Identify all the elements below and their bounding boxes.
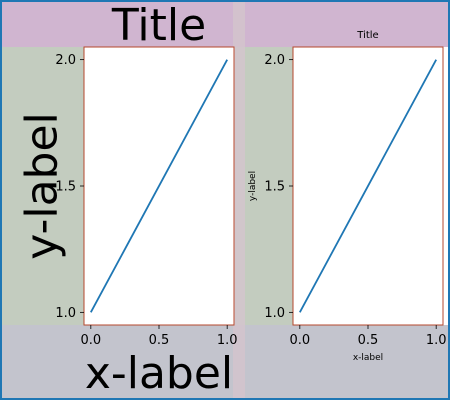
y-tick-label: 2.0 (55, 53, 76, 68)
gap-band (233, 0, 245, 400)
chart-title: Title (111, 0, 206, 51)
chart-title: Title (356, 30, 378, 41)
x-axis-label: x-label (353, 353, 383, 363)
axes-1: 0.0 0.5 1.0 1.0 1.5 2.0 Title x-label y-label (17, 0, 238, 399)
x-axis-label: x-label (85, 348, 233, 399)
series-line-1 (90, 59, 228, 313)
series-line-1 (299, 59, 437, 313)
y-tick-label: 1.5 (264, 180, 285, 195)
x-tick-label: 1.0 (426, 333, 447, 348)
x-tick-label: 0.0 (80, 333, 101, 348)
y-axis-label: y-label (17, 112, 68, 260)
y-tick-label: 1.5 (55, 180, 76, 195)
y-tick-label: 1.0 (264, 306, 285, 321)
xlabel-band (0, 325, 450, 400)
y-tick-label: 2.0 (264, 53, 285, 68)
x-tick-label: 0.5 (149, 333, 170, 348)
ylabel-band-left (0, 47, 84, 325)
axes-2: 0.0 0.5 1.0 1.0 1.5 2.0 Title x-label y-label (248, 30, 447, 363)
x-tick-label: 1.0 (217, 333, 238, 348)
x-tick-label: 0.5 (358, 333, 379, 348)
y-axis-label: y-label (248, 171, 258, 201)
title-band (0, 0, 450, 47)
x-tick-label: 0.0 (289, 333, 310, 348)
y-tick-label: 1.0 (55, 306, 76, 321)
